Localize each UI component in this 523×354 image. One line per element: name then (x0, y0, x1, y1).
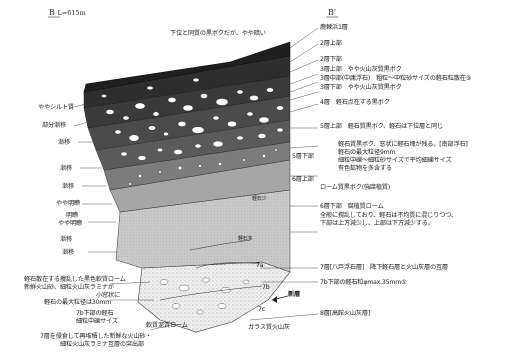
elevation-label: L=615m (57, 9, 86, 17)
layer-2-upper-label: 2層上部 (320, 40, 342, 47)
layer-7-label: 7層[八戸浮石層] 降下軽石層と火山灰層の互層 (320, 264, 448, 271)
pumice-speckles (128, 148, 278, 186)
pumice-fragments (101, 78, 284, 161)
layer-6-lower-desc-1: 全般に撹乱しており、軽石は不均質に混じりつつ、 (320, 212, 457, 219)
max-pumice-size-label: 軽石の最大粒径は30mm (44, 299, 112, 306)
layer-5-lower-desc-1: 軽石質黒ボク、窓状に軽石塊が残る。[南部浮石] (338, 141, 468, 148)
boundary-distinct: 明瞭 (66, 212, 78, 219)
fresh-sand-label: 新鮮火山砂、細粒火山灰ラミナが (24, 284, 114, 291)
boundary-gradual-4: 漸移 (62, 249, 74, 256)
redeposited-desc-1: 7層を侵食して再堆積した新鮮な火山砂・ (40, 333, 152, 340)
layer-6-upper-tag: 6層上部 (292, 176, 314, 183)
pumice-rich-tag: 軽石多 (238, 236, 253, 242)
layer-5-upper-label: 5層上部 軽石質黒ボク、軽石は下位層と同じ (320, 123, 443, 130)
top-note: 下位と同質の黒ボクだが、やや暗い (170, 30, 266, 37)
layer-6-lower-label: 6層下部 腐植質ローム (320, 203, 384, 210)
layer-7b-label: 7b下部の軽石粒φmax.35mm⑤ (320, 279, 407, 286)
layer-7a-tag: 7a (256, 262, 264, 269)
layer-1-label: 鹿棘浜1層 (320, 24, 348, 31)
layer-5-lower-desc-2: 軽石の最大粒径9mm (338, 149, 396, 156)
layer-3-lower-label: 3層下部 やや火山灰質黒ボク (320, 84, 402, 91)
boundary-fairly-distinct-2: やや明瞭 (58, 220, 82, 227)
boundary-partial-gradual: 部分漸移 (42, 122, 66, 129)
left-leader-lines (69, 103, 177, 331)
boundary-fairly-distinct-1: やや明瞭 (56, 200, 80, 207)
right-leader-lines (249, 27, 319, 321)
layer-6-upper-desc: ローム質黒ボク(強腐植質) (320, 184, 391, 191)
layer-4-label: 4層 軽石点在する黒ボク (320, 99, 390, 106)
layer-5-lower-desc-3: 細粒中礫〜細粒砂サイズで平均細礫サイズ (338, 157, 452, 164)
layer-7-pumice (159, 277, 250, 315)
layer-5-lower-tag: 5層下部 (292, 153, 314, 160)
soft-loam-label: 軟質泥質ローム (146, 322, 188, 329)
boundary-gradual-3: 漸移 (62, 183, 74, 190)
section-end-mark: B' (328, 8, 336, 17)
glass-ash-label: ガラス質火山灰 (248, 324, 290, 331)
layer-6-lower-desc-2: 下部は上方減少し、上部は下方減少する。 (320, 220, 434, 227)
mark-b-prime: B' (328, 8, 337, 17)
layer-7c-tag: 7c (258, 306, 265, 313)
silty-label: ややシルト質 (38, 104, 74, 111)
layer-1 (83, 41, 291, 93)
fine-gravel-label: 細粒中礫サイズ (76, 318, 118, 325)
section-start-mark: B L=615m (49, 8, 86, 17)
boundary-gradual-1: 漸移 (58, 139, 70, 146)
layer-2-lower-label: 2層下部 (320, 56, 342, 63)
layer-3-middle-label: 3層中部(中庸浮石) 粗粒〜中粒砂サイズの軽石粒散在⑨ (320, 75, 472, 82)
window-label: 小窓状に (96, 292, 120, 299)
disturbed-loam-label: 軽石散在する攪乱した黒色軟質ローム (24, 276, 126, 283)
new-layer-tag: 新層 (288, 291, 300, 298)
layer-5-lower-desc-4: 有色鉱物を多含する (338, 165, 392, 172)
boundary-gradual-5: 漸移 (60, 236, 72, 243)
layer-3-upper-label: 3層上部 やや火山灰質黒ボク (320, 66, 402, 73)
boundary-gradual-2: 漸移 (60, 165, 72, 172)
pumice-sparse-tag: 軽石少 (252, 196, 267, 202)
layer-8-label: 8層[高館火山灰層] (320, 310, 371, 317)
redeposited-desc-2: 細粒火山灰ラミナ互層の突出部 (60, 341, 144, 348)
layer-boundaries (159, 239, 263, 301)
layer-7b-tag: 7b (262, 284, 270, 291)
layer-7b-pumice-label: 7b下部の軽石 (76, 310, 114, 317)
mark-b: B (49, 8, 55, 17)
